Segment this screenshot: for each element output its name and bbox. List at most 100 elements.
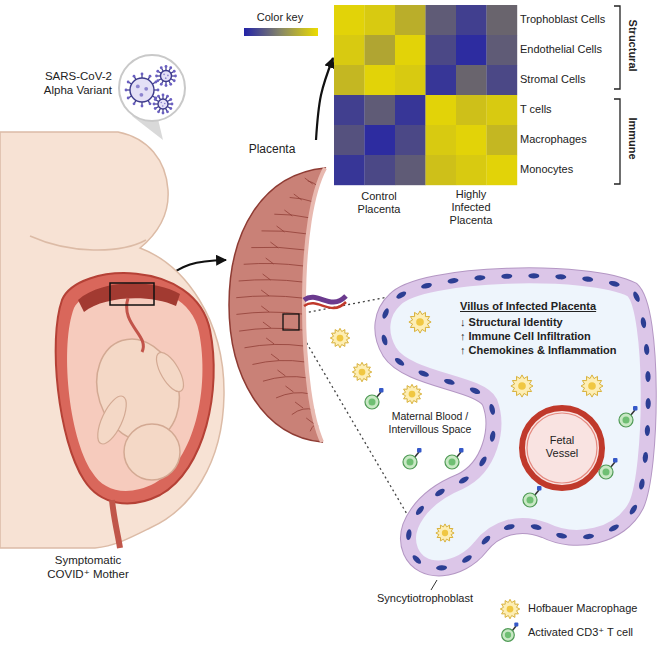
placenta-crescent [229,168,325,442]
heatmap-cell [456,95,487,125]
group-bracket [614,99,620,184]
virus-particle [160,102,162,104]
virus-inset-drawing [119,55,185,140]
villous-tree [236,306,302,314]
zoom-line [299,297,388,314]
t-cell [613,458,618,463]
legend-icon [498,597,522,621]
placenta-organ: Placenta [226,140,332,447]
hofbauer-macrophage [511,375,533,397]
virus-particle [165,65,168,68]
hofbauer-macrophage [409,311,431,333]
virus-particle [162,105,164,107]
node-text: Monocytes [520,163,616,176]
virus-particle [141,73,144,76]
t-cell [619,413,633,427]
trophoblast-nucleus [443,378,455,386]
hofbauer-macrophage [402,384,422,404]
hofbauer-macrophage [581,375,603,397]
t-cell [379,388,384,393]
trophoblast-nucleus [640,317,647,329]
uterus [56,273,214,503]
placenta-organ-outline [226,140,332,447]
text-slot: Placenta [226,142,318,156]
node-heading: Villus of Infected Placenta [460,300,650,313]
t-cell [633,406,638,411]
t-cell [527,497,534,504]
heatmap-drawing [334,5,517,185]
virus-particle [133,102,136,105]
color-key-label: Color key [240,11,320,24]
text-slot: Structural [625,1,638,91]
heatmap-cell [334,95,365,125]
trophoblast-nucleus [582,276,594,283]
t-cell [369,399,376,406]
text-slot: Fetal Vessel [537,434,587,460]
text-slot: Maternal Blood / Intervillous Space [382,410,478,435]
trophoblast-nucleus [528,273,539,278]
virus-particle [167,75,169,77]
virus-particle [158,99,168,109]
legend-row: Activated CD3⁺ T cell [498,621,633,645]
t-cell [365,395,379,409]
trophoblast-nucleus [381,334,389,346]
trophoblast-nucleus [555,274,566,280]
text-slot: Monocytes [520,163,616,176]
trophoblast-nucleus [418,369,430,378]
hofbauer-macrophage [330,328,350,348]
trophoblast-nucleus [645,425,651,436]
umbilical-cord [127,298,144,352]
mother-figure-outline [0,130,226,592]
text-slot: ↑ Chemokines & Inflammation [460,344,650,357]
trophoblast-nucleus [458,475,470,485]
hofbauer-macrophage [409,391,416,398]
body [0,132,224,548]
fetal-vessel: Fetal Vessel [522,408,602,488]
virus-particle [157,110,160,113]
cervix [112,500,120,548]
virus-particle [169,66,172,69]
t-cell [523,493,537,507]
node-text: Endothelial Cells [520,43,616,56]
villous-tree [239,274,303,282]
region-label: Maternal Blood / Intervillous Space [382,410,478,435]
trophoblast-nucleus [642,452,648,463]
virus-inset: SARS-CoV-2 Alpha Variant [14,52,188,124]
hofbauer-macrophage [442,530,448,536]
t-cell [599,465,613,479]
heatmap-cell [487,5,518,35]
fetus-limb [92,392,132,448]
virus-particle [157,95,160,98]
heatmap-cell [426,65,457,95]
virus-particle [149,75,152,78]
hofbauer-macrophage [409,311,431,333]
virus-particle [139,93,143,97]
text-slot: Highly Infected Placenta [441,188,501,228]
heatmap-cell [456,65,487,95]
t-cell [537,486,542,491]
hofbauer-macrophage [337,335,344,342]
zoom-box [110,283,154,305]
fetal-vessel-drawing [522,408,602,488]
villous-tree [251,242,305,250]
t-cell [459,448,464,453]
heatmap-cell [456,155,487,185]
heatmap-cell [365,65,396,95]
t-cell [417,448,422,453]
heatmap-cell [365,95,396,125]
virus-particle [166,95,169,98]
t-cell [445,448,464,469]
trophoblast-nucleus [447,277,459,284]
virus-particle [160,66,163,69]
hofbauer-macrophage [588,382,596,390]
t-cell [505,632,511,638]
node-text: Highly Infected Placenta [441,188,501,228]
trophoblast-nucleus [556,532,568,539]
flow-arrow [316,58,333,140]
heatmap-cell [395,155,426,185]
trophoblast-nucleus [645,371,650,382]
trophoblast-nucleus [480,534,491,545]
virus-particle [161,71,172,82]
node-text: Symptomatic COVID⁺ Mother [35,554,141,582]
